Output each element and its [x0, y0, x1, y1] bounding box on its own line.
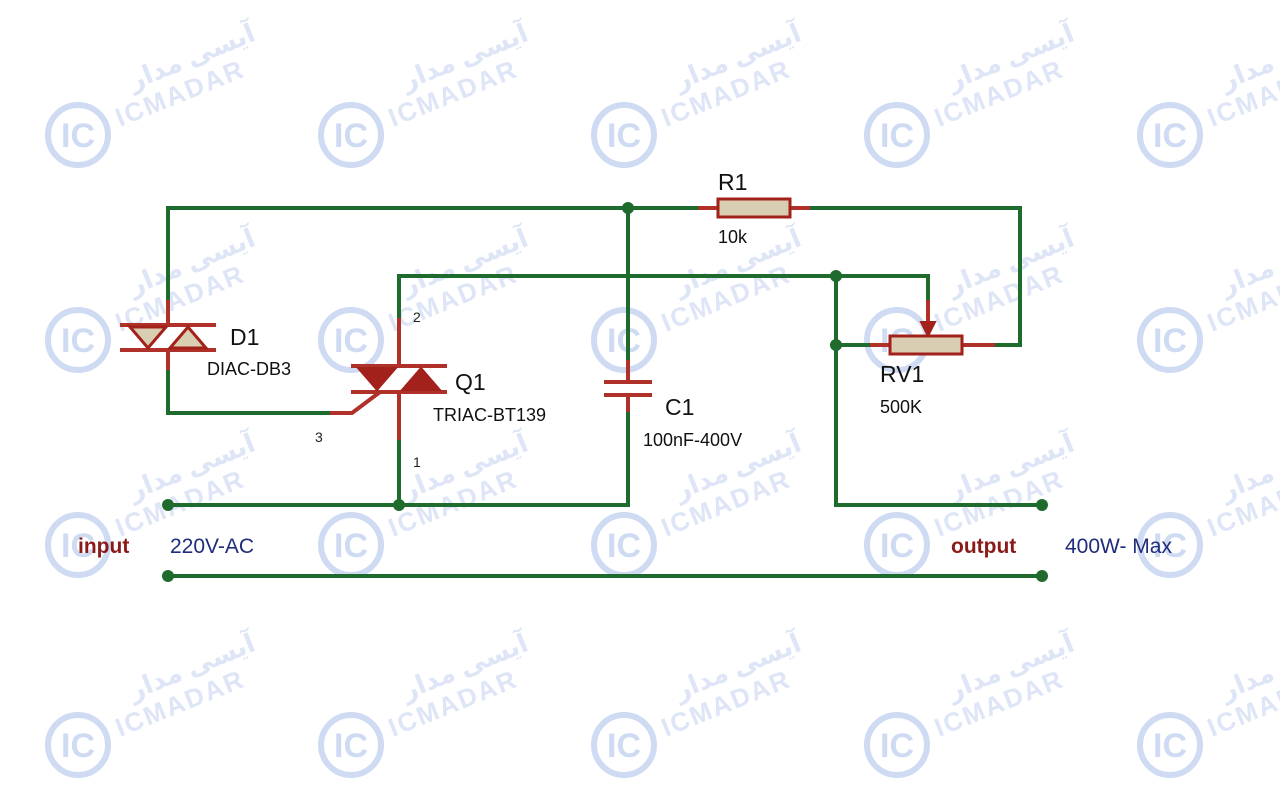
- q1-pin-2-label: 2: [413, 309, 421, 325]
- watermark-logo-ring: [45, 512, 111, 578]
- watermark-logo-ring: [1137, 102, 1203, 168]
- terminal-neutral-right: [1036, 570, 1048, 582]
- watermark-logo-ring: [591, 307, 657, 373]
- r1-ref-label: R1: [718, 169, 747, 195]
- watermark-logo-ring: [864, 102, 930, 168]
- watermark-logo-text: IC: [607, 727, 641, 765]
- d1-triangle-up: [166, 324, 210, 350]
- watermark-logo-ring: [45, 102, 111, 168]
- q1-gate-lead: [330, 390, 382, 415]
- resistor-r1: R1 10k: [698, 169, 810, 247]
- watermark-logo-text: IC: [607, 527, 641, 565]
- d1-ref-label: D1: [230, 324, 259, 350]
- watermark-logo-text: IC: [880, 727, 914, 765]
- wire-output-branch: [834, 274, 1044, 507]
- d1-value-label: DIAC-DB3: [207, 359, 291, 379]
- output-power-label: 400W- Max: [1065, 535, 1172, 558]
- junction-mt2-rail: [830, 270, 842, 282]
- watermark-logo-text: IC: [334, 727, 368, 765]
- c1-value-label: 100nF-400V: [643, 430, 742, 450]
- watermark-logo-text: IC: [61, 527, 95, 565]
- watermark-logo-ring: [1137, 512, 1203, 578]
- watermark-logo-ring: [45, 712, 111, 778]
- q1-triangle-up: [399, 366, 443, 391]
- watermark-logo-text: IC: [1153, 322, 1187, 360]
- triac-q1: Q1 TRIAC-BT139 2 3 1: [315, 309, 546, 470]
- io-labels: input 220V-AC output 400W- Max: [78, 535, 1172, 558]
- watermark-logo-text: IC: [1153, 727, 1187, 765]
- q1-pin-3-label: 3: [315, 429, 323, 445]
- watermark-logo-ring: [45, 307, 111, 373]
- watermark-logo-text: IC: [61, 322, 95, 360]
- watermark-logo-text: IC: [1153, 527, 1187, 565]
- junction-top-cap: [622, 202, 634, 214]
- watermark-logo-ring: [591, 712, 657, 778]
- watermark-logo-ring: [318, 102, 384, 168]
- watermark-logo-text: IC: [1153, 117, 1187, 155]
- d1-triangle-down: [126, 325, 170, 351]
- q1-triangle-down: [355, 367, 399, 392]
- junction-rv1: [830, 339, 842, 351]
- q1-value-label: TRIAC-BT139: [433, 405, 546, 425]
- watermark-logo-ring: [318, 307, 384, 373]
- output-label: output: [951, 535, 1016, 558]
- watermark-logo-text: IC: [880, 117, 914, 155]
- wire-r1-to-rv1: [808, 206, 1022, 347]
- watermark-logo-text: IC: [61, 727, 95, 765]
- watermark-logo-ring: [318, 712, 384, 778]
- watermark-logo-text: IC: [61, 117, 95, 155]
- watermark-logo-ring: [864, 712, 930, 778]
- rv1-ref-label: RV1: [880, 361, 924, 387]
- c1-ref-label: C1: [665, 394, 694, 420]
- watermark-logo-ring: [1137, 712, 1203, 778]
- watermark-logo-text: IC: [880, 527, 914, 565]
- watermark-logo-text: IC: [607, 117, 641, 155]
- terminal-output-right: [1036, 499, 1048, 511]
- q1-pin-1-label: 1: [413, 454, 421, 470]
- terminal-input-left: [162, 499, 174, 511]
- rv1-value-label: 500K: [880, 397, 922, 417]
- capacitor-c1: C1 100nF-400V: [604, 360, 742, 450]
- terminal-neutral-left: [162, 570, 174, 582]
- potentiometer-rv1: RV1 500K: [870, 300, 995, 417]
- r1-body: [716, 197, 792, 219]
- input-voltage-label: 220V-AC: [170, 535, 254, 558]
- wire-diac-to-gate: [166, 348, 332, 415]
- watermark-logo-text: IC: [334, 117, 368, 155]
- watermark-logo-text: IC: [334, 322, 368, 360]
- watermark-logo-ring: [591, 102, 657, 168]
- r1-value-label: 10k: [718, 227, 748, 247]
- rv1-body: [888, 334, 964, 356]
- diac-d1: D1 DIAC-DB3: [120, 300, 291, 379]
- junction-mt1: [393, 499, 405, 511]
- rv1-wiper-arrow: [919, 321, 937, 339]
- wires: [166, 206, 1044, 578]
- input-label: input: [78, 535, 129, 558]
- watermark-logo-ring: [1137, 307, 1203, 373]
- watermark-logo-text: IC: [334, 527, 368, 565]
- junctions: [162, 202, 1048, 582]
- q1-ref-label: Q1: [455, 369, 486, 395]
- watermark-logo-text: IC: [607, 322, 641, 360]
